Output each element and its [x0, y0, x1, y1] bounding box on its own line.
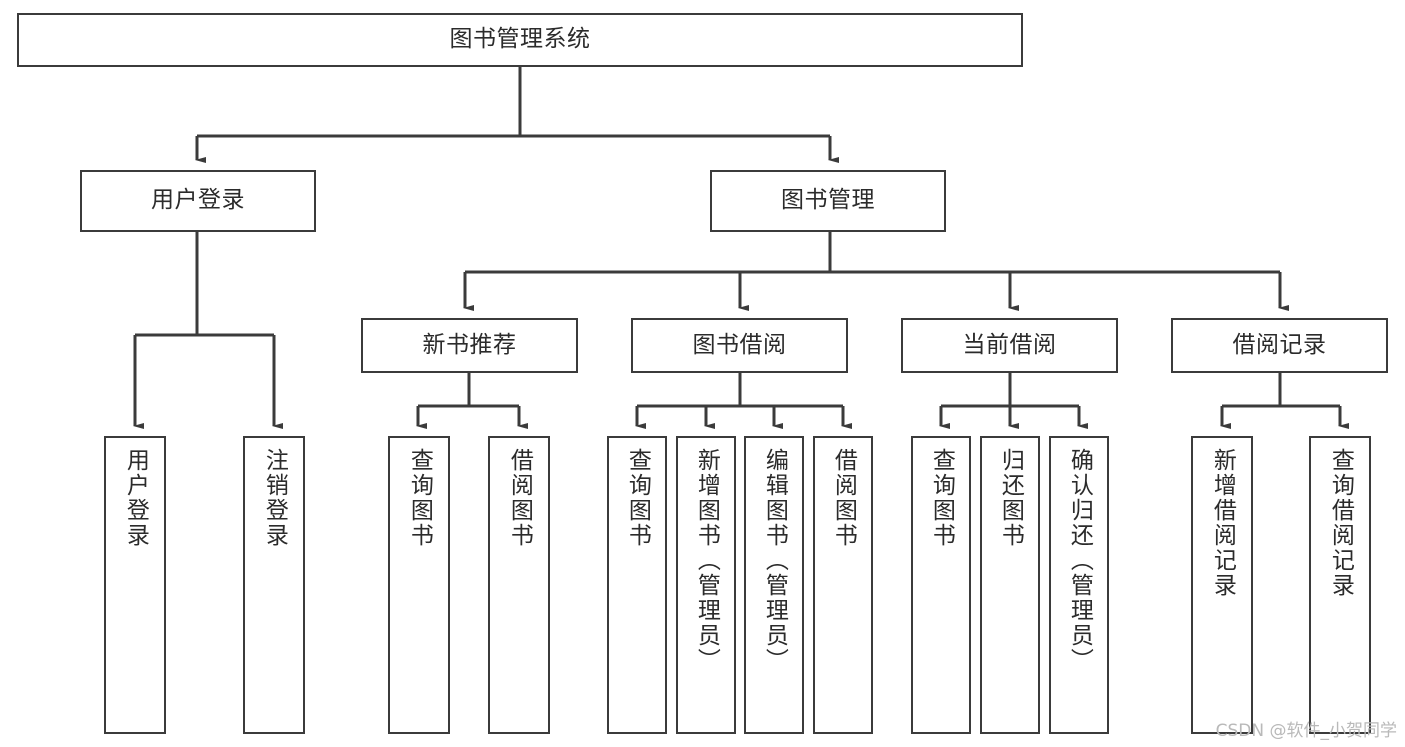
node-borrow-record[interactable]: 借阅记录 [1171, 318, 1388, 373]
leaf-new-book-borrow[interactable]: 借阅图书 [488, 436, 550, 734]
leaf-user-login-logout[interactable]: 注销登录 [243, 436, 305, 734]
leaf-borrow-record-query-label: 查询借阅记录 [1327, 448, 1354, 598]
leaf-current-borrow-query-label: 查询图书 [928, 448, 955, 548]
leaf-borrow-record-add-label: 新增借阅记录 [1209, 448, 1236, 598]
node-user-login[interactable]: 用户登录 [80, 170, 316, 232]
leaf-borrow-record-add[interactable]: 新增借阅记录 [1191, 436, 1253, 734]
leaf-book-borrow-add-label: 新增图书（管理员） [693, 448, 720, 673]
leaf-current-borrow-query[interactable]: 查询图书 [911, 436, 971, 734]
leaf-current-borrow-return-label: 归还图书 [997, 448, 1024, 548]
node-current-borrow-label: 当前借阅 [962, 331, 1057, 358]
node-current-borrow[interactable]: 当前借阅 [901, 318, 1118, 373]
leaf-new-book-query[interactable]: 查询图书 [388, 436, 450, 734]
leaf-book-borrow-add[interactable]: 新增图书（管理员） [676, 436, 736, 734]
node-book-borrow-label: 图书借阅 [692, 331, 787, 358]
leaf-user-login-login-label: 用户登录 [122, 448, 149, 548]
leaf-new-book-borrow-label: 借阅图书 [506, 448, 533, 548]
leaf-current-borrow-confirm[interactable]: 确认归还（管理员） [1049, 436, 1109, 734]
leaf-book-borrow-edit-label: 编辑图书（管理员） [761, 448, 788, 673]
leaf-book-borrow-query[interactable]: 查询图书 [607, 436, 667, 734]
leaf-book-borrow-edit[interactable]: 编辑图书（管理员） [744, 436, 804, 734]
leaf-book-borrow-borrow[interactable]: 借阅图书 [813, 436, 873, 734]
leaf-current-borrow-confirm-label: 确认归还（管理员） [1066, 448, 1093, 673]
node-book-management[interactable]: 图书管理 [710, 170, 946, 232]
node-new-book-recommend[interactable]: 新书推荐 [361, 318, 578, 373]
node-user-login-label: 用户登录 [151, 187, 245, 214]
node-book-borrow[interactable]: 图书借阅 [631, 318, 848, 373]
leaf-book-borrow-query-label: 查询图书 [624, 448, 651, 548]
node-book-management-label: 图书管理 [781, 187, 875, 214]
node-root-system[interactable]: 图书管理系统 [17, 13, 1023, 67]
leaf-new-book-query-label: 查询图书 [406, 448, 433, 548]
node-root-system-label: 图书管理系统 [449, 26, 591, 53]
leaf-current-borrow-return[interactable]: 归还图书 [980, 436, 1040, 734]
csdn-watermark: CSDN @软件_小贺同学 [1215, 721, 1397, 741]
node-borrow-record-label: 借阅记录 [1232, 331, 1327, 358]
leaf-user-login-login[interactable]: 用户登录 [104, 436, 166, 734]
leaf-book-borrow-borrow-label: 借阅图书 [830, 448, 857, 548]
leaf-user-login-logout-label: 注销登录 [261, 448, 288, 548]
node-new-book-recommend-label: 新书推荐 [422, 331, 517, 358]
leaf-borrow-record-query[interactable]: 查询借阅记录 [1309, 436, 1371, 734]
